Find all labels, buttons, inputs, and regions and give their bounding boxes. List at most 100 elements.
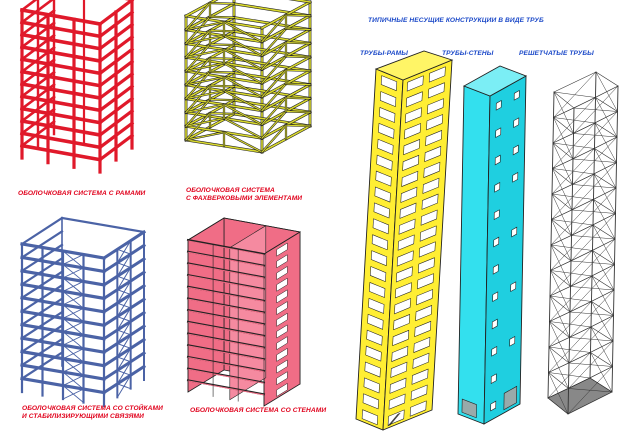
red-floor-beam	[97, 133, 135, 162]
truss-diagonal	[223, 35, 263, 57]
yellow-tube-window	[365, 345, 382, 362]
pink-wall-opening	[276, 301, 288, 316]
yellow-tube-window	[388, 393, 406, 410]
blue-floor-beam	[101, 351, 147, 382]
yellow-tube-window	[425, 130, 443, 147]
pink-wall-opening	[276, 347, 288, 362]
lattice-ring	[591, 275, 615, 291]
yellow-tube-window	[402, 154, 420, 172]
lattice-ring	[568, 366, 613, 389]
yellow-tube-window	[367, 313, 384, 330]
lattice-ring	[572, 162, 617, 185]
yellow-tube-window	[369, 266, 387, 282]
lattice-diagonal	[550, 199, 594, 246]
truss-diagonal	[185, 104, 225, 114]
pink-wall-opening	[276, 336, 288, 351]
pink-wall-opening	[276, 359, 288, 374]
pink-floor-edge	[186, 250, 266, 267]
cyan-tube-opening	[491, 318, 498, 330]
red-floor-beam	[97, 108, 135, 138]
yellow-tube-window	[417, 273, 434, 290]
yellow-tube-window	[390, 361, 408, 378]
red-floor-beam	[19, 20, 103, 39]
red-floor-beam	[19, 44, 103, 64]
cyan-tube-opening	[495, 100, 502, 111]
red-floor-beam	[97, 34, 135, 64]
truss-floor-chord	[292, 0, 311, 3]
red-floor-beam	[20, 0, 54, 25]
lattice-ring	[553, 91, 575, 109]
lattice-tube-tower	[547, 71, 619, 415]
pink-floor-edge	[187, 380, 265, 396]
red-floor-beam	[97, 84, 135, 113]
pink-wall-opening	[276, 277, 288, 292]
tube-wall-tower	[457, 65, 528, 425]
yellow-tube-base-hatch	[388, 413, 400, 426]
truss-diagonal	[285, 41, 311, 44]
truss-diagonal	[223, 131, 263, 153]
cyan-tube-opening	[493, 209, 500, 221]
blue-x-brace	[116, 275, 132, 282]
blue-x-brace	[116, 262, 132, 269]
truss-building	[184, 0, 312, 154]
truss-diagonal	[185, 117, 225, 127]
truss-diagonal	[209, 16, 235, 19]
yellow-tube-window	[362, 393, 379, 410]
red-floor-beam	[97, 59, 135, 88]
red-floor-beam	[97, 22, 135, 51]
blue-x-brace	[116, 356, 132, 363]
yellow-tube-window	[394, 298, 411, 315]
yellow-tube-window	[427, 82, 445, 99]
lattice-diagonal	[550, 244, 571, 287]
truss-diagonal	[261, 110, 287, 139]
blue-x-brace	[62, 344, 85, 363]
blue-floor-beam	[101, 270, 147, 301]
label-tube-frames: ТРУБЫ-РАМЫ	[360, 50, 408, 57]
blue-x-brace	[62, 317, 85, 336]
lattice-diagonal	[570, 260, 615, 265]
yellow-tube-window	[392, 329, 410, 347]
truss-diagonal	[185, 57, 211, 86]
truss-diagonal	[261, 28, 287, 57]
blue-x-brace	[116, 329, 132, 336]
wall-building	[186, 217, 302, 407]
lattice-ring	[590, 352, 613, 367]
blue-x-brace	[62, 331, 85, 350]
lattice-ring	[569, 315, 614, 338]
yellow-tube-window	[404, 123, 421, 140]
lattice-diagonal	[552, 168, 573, 211]
truss-diagonal	[185, 71, 211, 100]
lattice-diagonal	[572, 184, 617, 189]
truss-diagonal	[261, 96, 287, 126]
yellow-tube-window	[379, 107, 396, 123]
tubes-section-title: ТИПИЧНЫЕ НЕСУЩИЕ КОНСТРУКЦИИ В ВИДЕ ТРУБ	[368, 17, 544, 24]
cyan-tube-side-face	[483, 75, 527, 425]
lattice-diagonal	[573, 107, 618, 112]
blue-x-brace	[62, 277, 85, 296]
blue-x-brace	[116, 248, 132, 255]
pink-floor-edge	[186, 285, 266, 302]
cyan-tube-top	[462, 65, 528, 97]
lattice-ring	[571, 213, 616, 236]
yellow-tube-window	[380, 75, 398, 92]
red-floor-beam	[19, 131, 103, 150]
truss-diagonal	[209, 112, 235, 115]
lattice-ring	[590, 326, 614, 342]
red-floor-beam	[97, 121, 135, 150]
yellow-tube-window	[369, 282, 386, 298]
truss-diagonal	[261, 14, 287, 43]
truss-diagonal	[285, 69, 311, 72]
blue-floor-beam	[101, 324, 147, 355]
yellow-tube-window	[406, 75, 424, 92]
blue-x-brace	[62, 250, 85, 269]
blue-floor-beam	[101, 297, 147, 328]
yellow-tube-base-hatch	[389, 413, 400, 426]
lattice-ring	[567, 391, 613, 415]
caption-frame-system: ОБОЛОЧКОВАЯ СИСТЕМА С РАМАМИ	[18, 190, 146, 197]
caption-truss-system-line1: ОБОЛОЧКОВАЯ СИСТЕМА	[186, 187, 275, 194]
yellow-tube-window	[424, 145, 442, 163]
yellow-tube-window	[391, 345, 409, 362]
lattice-ring	[591, 301, 614, 316]
pink-floor-edge	[187, 275, 265, 291]
lattice-diagonal	[570, 286, 615, 291]
